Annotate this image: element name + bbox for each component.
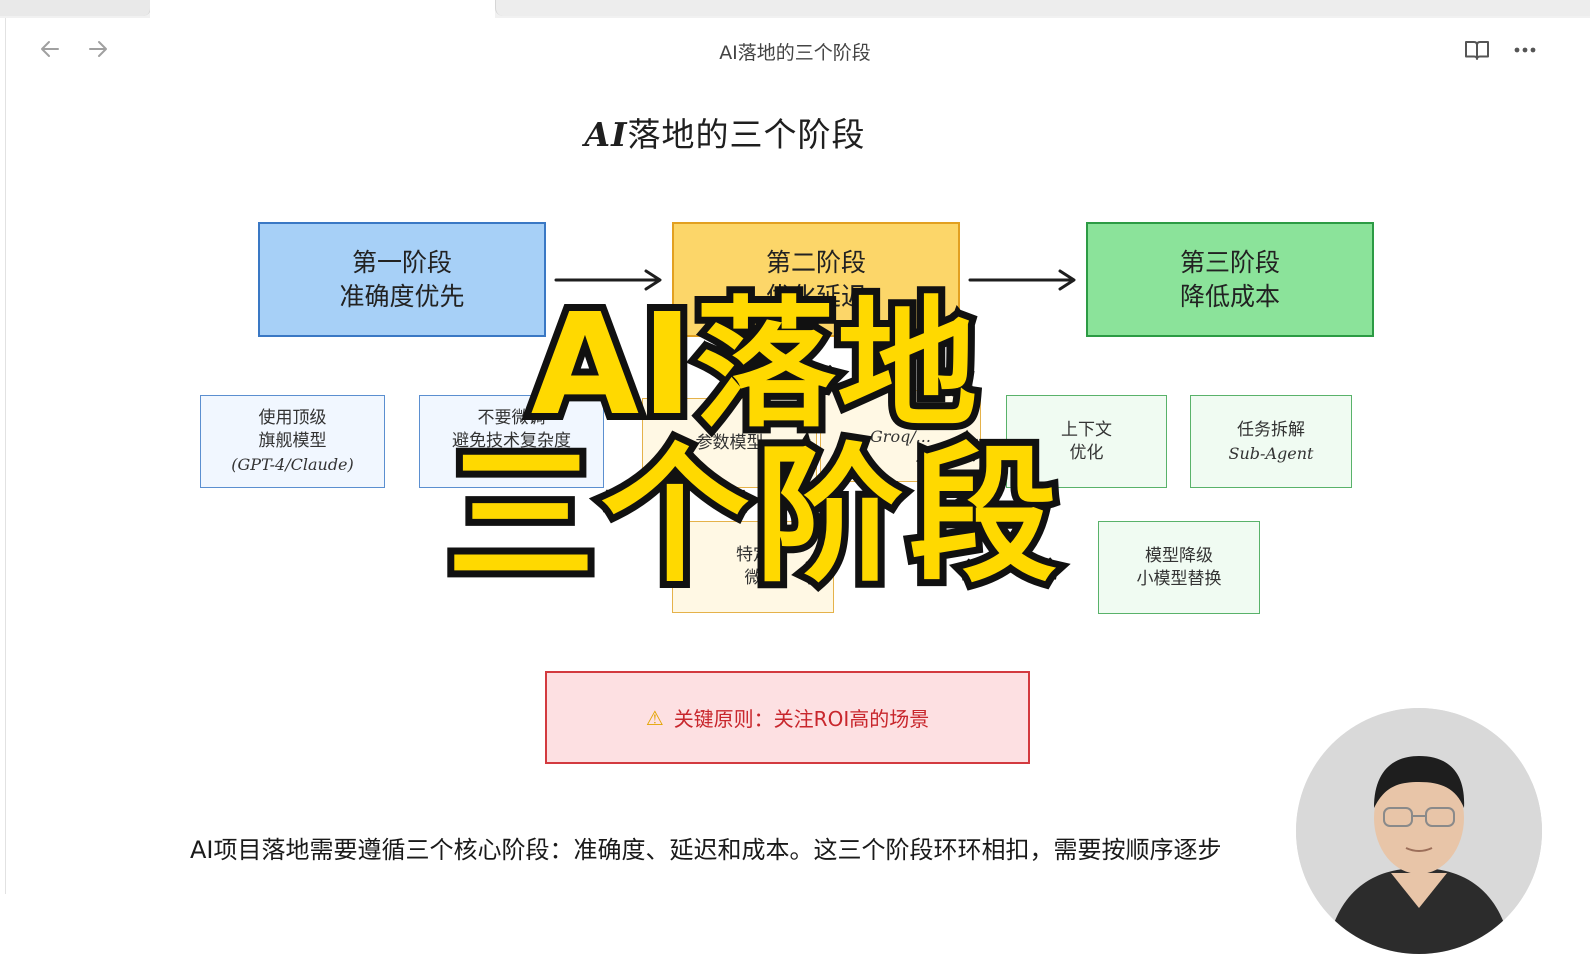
stage-3-item-2: 任务拆解 Sub-Agent [1190,395,1352,488]
stage-1-label: 第一阶段 [351,247,452,277]
body-paragraph: AI项目落地需要遵循三个核心阶段：准确度、延迟和成本。这三个阶段环环相扣，需要按… [190,836,1222,864]
window-left-border [5,18,6,894]
item-text: 模型降级 [1145,545,1213,566]
stage-1-box: 第一阶段 准确度优先 [258,222,546,337]
tab-strip [0,0,1590,18]
stage-2-subtitle: 优化延迟 [765,281,866,311]
diagram-title-ai: AI [584,115,628,154]
item-text: 旗舰模型 [258,431,327,451]
item-text: 叠加 [494,454,529,474]
arrow-stage2-to-stage3 [968,269,1076,291]
stage-1-subtitle: 准确度优先 [339,281,465,311]
item-text: 不要微调 [477,408,546,428]
arrow-left-icon [41,41,59,57]
item-text: 特定 [736,545,770,565]
key-principle-box: ⚠ 关键原则：关注ROI高的场景 [545,671,1030,764]
warning-icon: ⚠ [645,705,664,730]
overlay-caption-line-2: 三个阶段 [440,430,1064,602]
stage-2-item-3: 特定 微 [672,521,834,613]
stage-3-item-1: 上下文 优化 [1006,395,1167,488]
arrow-stage1-to-stage2 [554,269,662,291]
stage-2-box: 第二阶段 优化延迟 [672,222,960,337]
back-button[interactable] [37,36,63,62]
item-text: 参数模型 [695,432,764,453]
item-text: (GPT-4/Claude) [231,455,354,474]
more-horizontal-icon [1514,47,1536,53]
diagram-title: AI落地的三个阶段 [560,108,890,156]
stage-3-box: 第三阶段 降低成本 [1086,222,1374,337]
stage-2-label: 第二阶段 [765,247,866,277]
stage-2-item-1: 参数模型 [642,398,817,488]
diagram-title-text: 落地的三个阶段 [627,115,866,154]
item-text: 上下文 [1061,419,1112,440]
item-text: 任务拆解 [1237,419,1305,440]
stage-2-item-2: Groq/... [820,390,981,482]
document-title: AI落地的三个阶段 [719,42,871,64]
item-text: 小模型替换 [1136,568,1222,589]
tab-previous[interactable] [0,0,151,16]
item-text: Sub-Agent [1228,443,1314,463]
stage-1-item-2: 不要微调 避免技术复杂度 叠加 [419,395,604,488]
overlay-caption: AI落地 三个阶段 [440,284,1070,602]
book-open-icon [1465,41,1489,60]
overlay-caption-line-1: AI落地 [524,284,984,447]
forward-button[interactable] [85,36,111,62]
webcam-overlay [1296,708,1542,954]
item-text: Groq/... [870,426,931,446]
reader-mode-button[interactable] [1463,36,1491,64]
item-text: 优化 [1069,442,1104,463]
more-button[interactable] [1511,36,1539,64]
tab-current[interactable] [150,0,495,18]
tab-next[interactable] [495,0,1590,16]
key-principle-text: 关键原则：关注ROI高的场景 [673,707,930,731]
stage-1-item-1: 使用顶级 旗舰模型 (GPT-4/Claude) [200,395,385,488]
stage-3-label: 第三阶段 [1179,247,1280,277]
item-text: 使用顶级 [258,408,327,428]
stage-3-item-3: 模型降级 小模型替换 [1098,521,1260,614]
arrow-right-icon [89,41,107,57]
item-text: 避免技术复杂度 [452,431,571,451]
item-text: 微 [744,568,762,588]
stage-3-subtitle: 降低成本 [1179,281,1280,311]
presenter-avatar [1296,708,1542,954]
